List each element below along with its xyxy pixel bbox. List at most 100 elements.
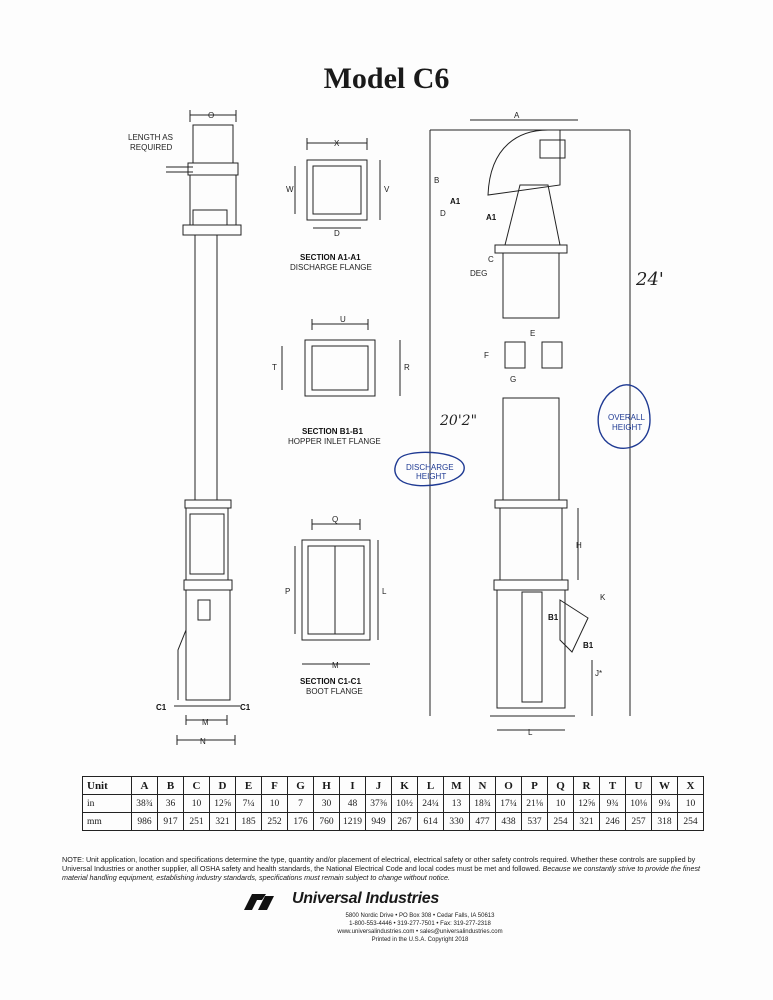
drawing-labels: LENGTH AS REQUIRED O C1 C1 M N X W V D S… <box>128 111 664 746</box>
table-cell: 12⅝ <box>573 794 600 813</box>
c1-right: C1 <box>240 703 251 712</box>
table-cell: 10 <box>183 794 210 813</box>
table-cell: 48 <box>339 794 366 813</box>
disclaimer-note: NOTE: Unit application, location and spe… <box>62 855 722 882</box>
table-cell: 12⅝ <box>209 794 236 813</box>
dim-e: E <box>530 329 535 338</box>
table-cell: 38¾ <box>131 794 158 813</box>
table-cell: 30 <box>313 794 340 813</box>
length-as-label-1: LENGTH AS <box>128 133 173 142</box>
table-cell: 10 <box>677 794 704 813</box>
table-cell: 9¾ <box>651 794 678 813</box>
table-header-cell: F <box>261 776 288 795</box>
table-header-cell: K <box>391 776 418 795</box>
table-cell: 257 <box>625 812 652 831</box>
dim-r: R <box>404 363 410 372</box>
a1-left: A1 <box>450 197 461 206</box>
address-line: 5800 Nordic Drive • PO Box 308 • Cedar F… <box>345 913 495 919</box>
section-a1-title: SECTION A1-A1 <box>300 253 361 262</box>
dim-l-section: L <box>382 587 387 596</box>
table-header-cell: U <box>625 776 652 795</box>
technical-drawing: LENGTH AS REQUIRED O C1 C1 M N X W V D S… <box>128 110 664 746</box>
table-cell: 7 <box>287 794 314 813</box>
table-cell: 318 <box>651 812 678 831</box>
section-a1-sub: DISCHARGE FLANGE <box>290 263 372 272</box>
section-b1-sub: HOPPER INLET FLANGE <box>288 437 381 446</box>
table-header-cell: L <box>417 776 444 795</box>
table-header-cell: E <box>235 776 262 795</box>
dim-d: D <box>440 209 446 218</box>
dim-g: G <box>510 375 516 384</box>
dim-d-section: D <box>334 229 340 238</box>
table-cell: 614 <box>417 812 444 831</box>
table-cell: mm <box>82 812 132 831</box>
table-cell: 10⅛ <box>625 794 652 813</box>
table-cell: 537 <box>521 812 548 831</box>
dim-m-section: M <box>332 661 339 670</box>
dim-t: T <box>272 363 277 372</box>
table-header-cell: P <box>521 776 548 795</box>
table-header-cell: N <box>469 776 496 795</box>
section-b1-title: SECTION B1-B1 <box>302 427 363 436</box>
table-header-cell: Q <box>547 776 574 795</box>
dim-m-left: M <box>202 718 209 727</box>
table-cell: 10 <box>547 794 574 813</box>
deg-label: DEG <box>470 269 487 278</box>
table-header-cell: R <box>573 776 600 795</box>
table-cell: 18¾ <box>469 794 496 813</box>
section-b1-drawing <box>281 319 401 397</box>
discharge-height-label-1: DISCHARGE <box>406 463 454 472</box>
table-cell: 13 <box>443 794 470 813</box>
table-cell: 251 <box>183 812 210 831</box>
note-text: NOTE: Unit application, location and spe… <box>62 855 696 873</box>
phone-line: 1-800-553-4446 • 319-277-7501 • Fax: 319… <box>349 921 491 927</box>
table-cell: 10½ <box>391 794 418 813</box>
table-header-cell: M <box>443 776 470 795</box>
elevator-front-view <box>429 119 631 731</box>
dim-a: A <box>514 111 520 120</box>
universal-logo-icon <box>244 894 274 910</box>
table-header-cell: B <box>157 776 184 795</box>
section-c1-title: SECTION C1-C1 <box>300 677 361 686</box>
table-header-cell: O <box>495 776 522 795</box>
overall-height-label-2: HEIGHT <box>612 423 642 432</box>
table-cell: 9¾ <box>599 794 626 813</box>
table-cell: 321 <box>209 812 236 831</box>
web-line: www.universalindustries.com • sales@univ… <box>337 929 503 935</box>
table-cell: 7¼ <box>235 794 262 813</box>
handwritten-24ft: 24' <box>635 269 664 290</box>
b1-left: B1 <box>548 613 559 622</box>
table-header-cell: C <box>183 776 210 795</box>
table-cell: 254 <box>677 812 704 831</box>
table-cell: 176 <box>287 812 314 831</box>
dim-c: C <box>488 255 494 264</box>
overall-height-label-1: OVERALL <box>608 413 645 422</box>
table-cell: 24¼ <box>417 794 444 813</box>
note-italic: Because we constantly strive to provide … <box>62 864 701 882</box>
table-header-cell: X <box>677 776 704 795</box>
dim-v: V <box>384 185 390 194</box>
table-header-cell: T <box>599 776 626 795</box>
dim-h: H <box>576 541 582 550</box>
table-cell: 949 <box>365 812 392 831</box>
contact-block: 5800 Nordic Drive • PO Box 308 • Cedar F… <box>300 912 540 944</box>
table-cell: 254 <box>547 812 574 831</box>
elevator-side-view <box>166 110 242 745</box>
handwritten-20ft: 20'2" <box>439 413 477 429</box>
table-header-cell: G <box>287 776 314 795</box>
dim-q: Q <box>332 515 338 524</box>
dim-n: N <box>200 737 206 746</box>
dim-p: P <box>285 587 290 596</box>
dim-o: O <box>208 111 214 120</box>
discharge-height-label-2: HEIGHT <box>416 472 446 481</box>
table-cell: 438 <box>495 812 522 831</box>
table-cell: 10 <box>261 794 288 813</box>
table-header-cell: D <box>209 776 236 795</box>
table-header-cell: I <box>339 776 366 795</box>
table-cell: 1219 <box>339 812 366 831</box>
page-title: Model C6 <box>323 62 450 95</box>
brand-name: Universal Industries <box>292 890 439 907</box>
dim-f: F <box>484 351 489 360</box>
table-cell: 330 <box>443 812 470 831</box>
table-cell: 37⅜ <box>365 794 392 813</box>
